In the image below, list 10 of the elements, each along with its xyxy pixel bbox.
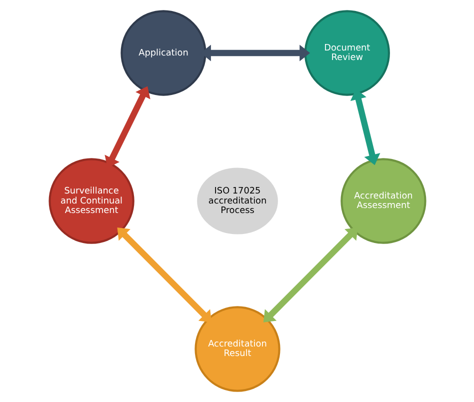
arrow bbox=[104, 86, 150, 168]
node-circle: Document Review bbox=[304, 10, 390, 96]
node-circle: Surveillance and Continual Assessment bbox=[48, 158, 134, 244]
node-circle: Application bbox=[120, 10, 206, 96]
arrow bbox=[116, 227, 212, 322]
arrow bbox=[262, 227, 358, 322]
node-circle: Accreditation Result bbox=[194, 306, 280, 392]
arrow bbox=[350, 88, 380, 166]
node-ellipse: ISO 17025 accreditation Process bbox=[196, 168, 278, 234]
node-circle: Accreditation Assessment bbox=[340, 158, 426, 244]
